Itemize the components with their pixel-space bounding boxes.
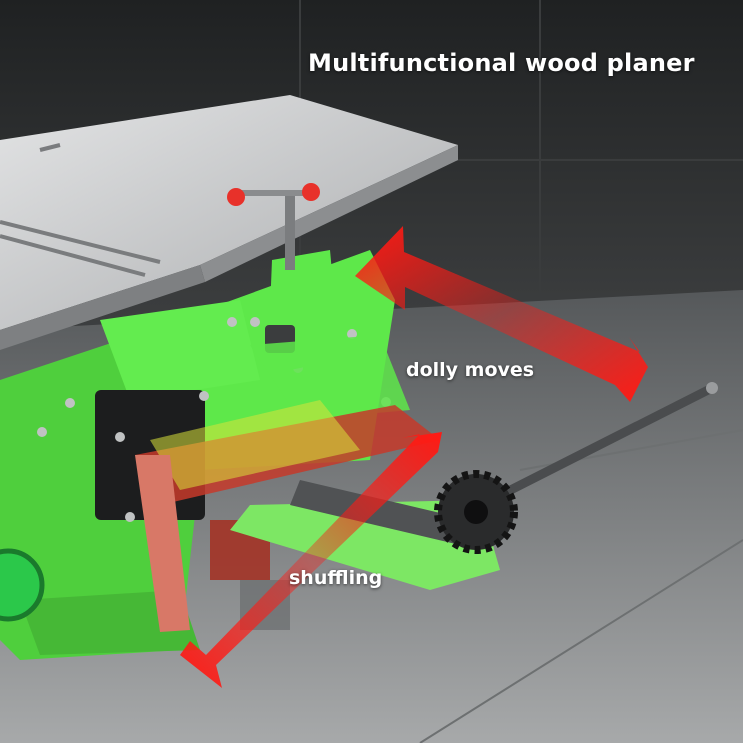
machine-pedestal	[20, 590, 200, 655]
carriage-overlay	[150, 400, 360, 490]
table-left-edge	[0, 265, 205, 350]
rod-end	[706, 382, 718, 394]
clamp-knob-icon	[302, 183, 320, 201]
bolts	[37, 317, 391, 522]
clamp-handle	[233, 190, 315, 196]
rack-and-gear	[230, 382, 718, 590]
table-slots	[0, 143, 161, 277]
double-arrow-diagonal-icon	[180, 432, 442, 688]
table-top	[0, 95, 458, 330]
carriage-frame	[250, 335, 410, 420]
motor-guard	[0, 548, 45, 622]
sliding-carriage	[135, 335, 440, 632]
dolly-moves-label: dolly moves	[406, 359, 535, 381]
lower-frame	[135, 455, 190, 632]
table-edge	[200, 145, 458, 282]
clamp-knob-icon	[227, 188, 245, 206]
cutter-housing	[100, 300, 260, 400]
gear-hub	[464, 500, 488, 524]
clamp-screw	[285, 190, 295, 270]
shuffling-label: shuffling	[289, 567, 383, 589]
control-rod	[470, 383, 717, 513]
rack-bar	[290, 480, 470, 545]
page-title: Multifunctional wood planer	[308, 49, 695, 77]
planer-table	[0, 95, 458, 350]
double-arrow-horizontal-icon	[355, 226, 648, 402]
